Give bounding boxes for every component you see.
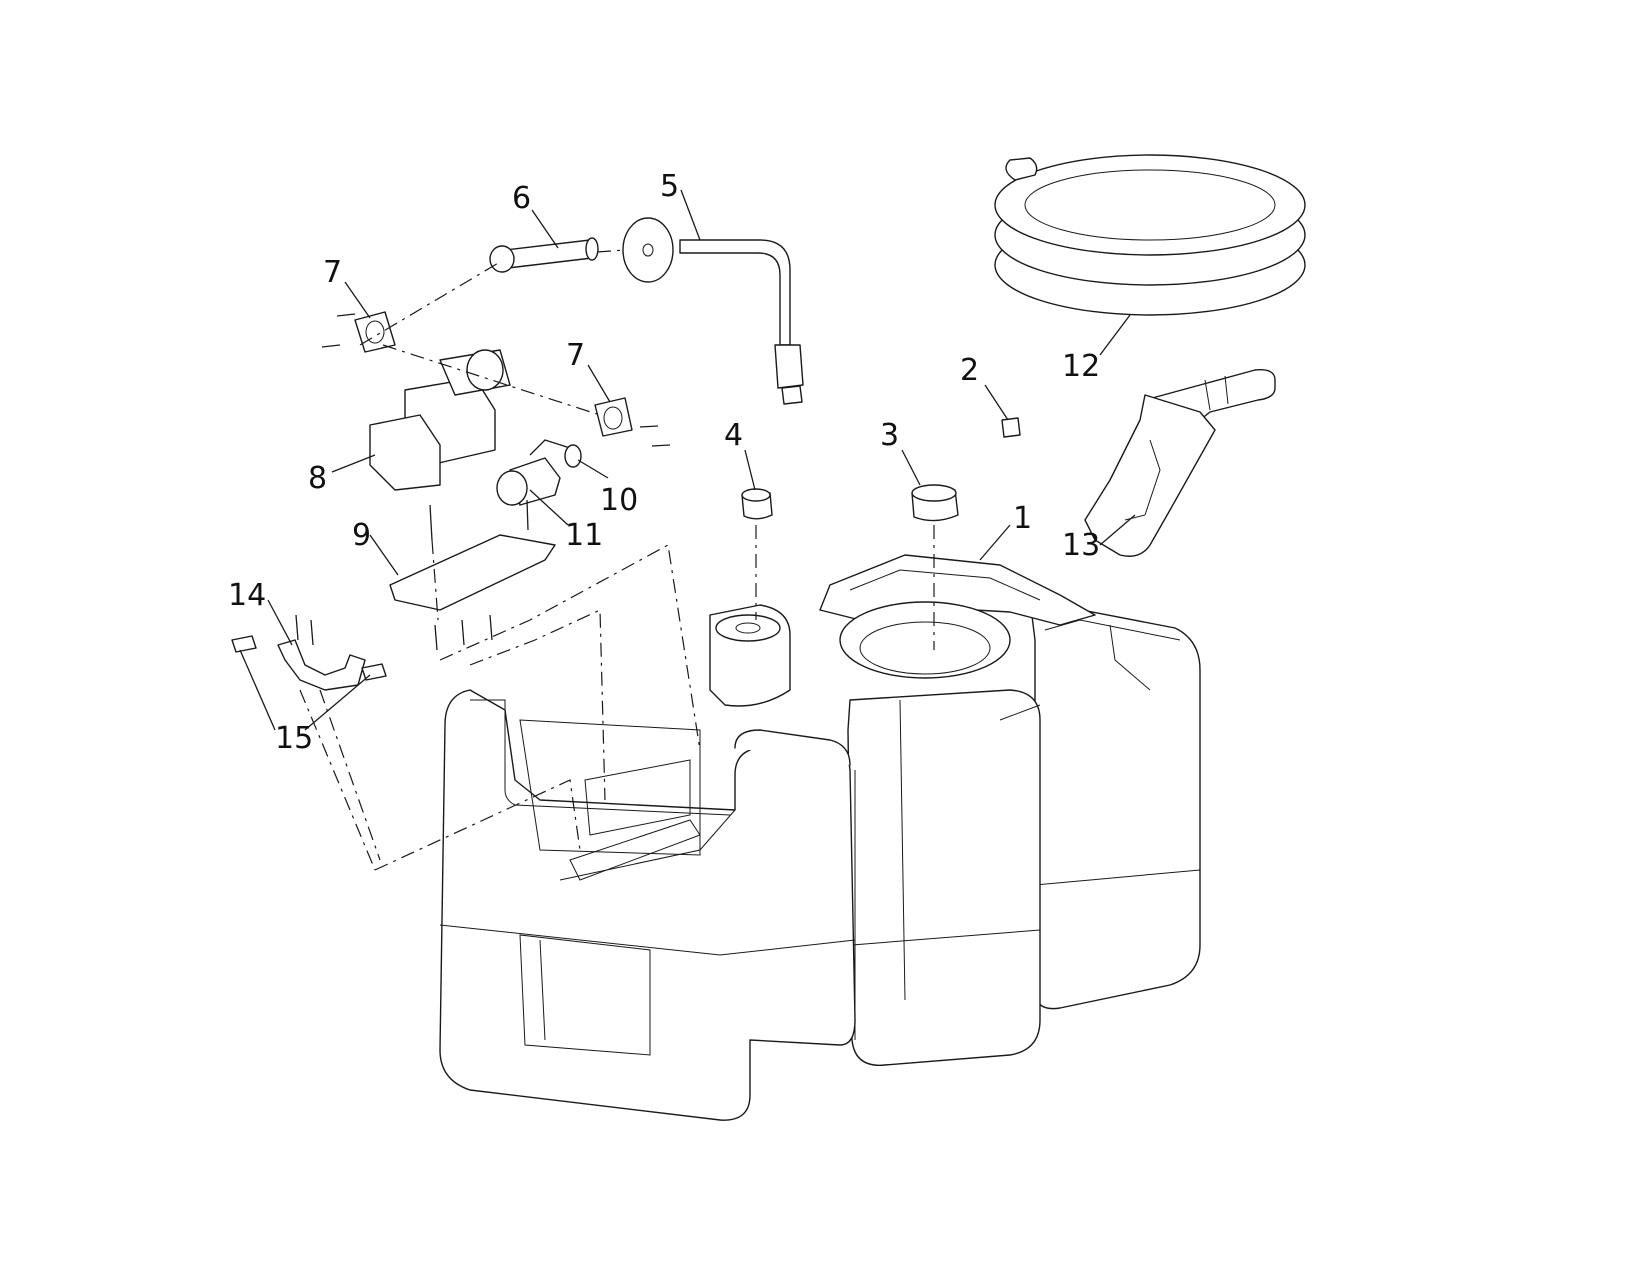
leader-15a [239,649,276,731]
leader-14 [267,599,293,646]
callout-15: 15 [275,721,313,756]
callout-4: 4 [724,418,743,453]
leader-2 [984,384,1009,421]
leader-7a [344,281,371,319]
callout-11: 11 [565,518,603,553]
callout-2: 2 [960,353,979,388]
leader-9 [369,534,399,576]
leader-11 [529,489,569,526]
callout-13: 13 [1062,528,1100,563]
leader-5 [680,189,701,241]
cap-part-4 [741,488,773,520]
cap-part-3 [911,484,959,522]
leader-7b [587,364,611,403]
leader-6 [531,209,559,249]
callout-7a: 7 [323,255,342,290]
leader-15b [304,674,371,731]
callout-1: 1 [1013,501,1032,536]
leader-1 [979,524,1011,561]
callout-3: 3 [880,418,899,453]
hose-coil [994,154,1306,316]
callout-12: 12 [1062,349,1100,384]
leader-12 [1099,314,1131,356]
callout-8: 8 [308,461,327,496]
fuel-nozzle [1084,369,1276,557]
leader-13 [1099,514,1136,546]
leader-10 [577,459,609,479]
callout-10: 10 [600,483,638,518]
callout-14: 14 [228,578,266,613]
callout-9: 9 [352,518,371,553]
leader-lines [239,189,1136,731]
leader-8 [331,454,376,473]
leader-3 [901,449,921,486]
cap-part-2 [1001,417,1021,438]
fuel-tank [439,554,1201,1121]
callout-5: 5 [660,169,679,204]
assembly-lines [299,249,935,871]
callout-7b: 7 [566,338,585,373]
leader-4 [744,449,756,491]
pump-assembly [321,217,804,651]
mounting-bracket [231,614,387,691]
callout-labels: 1 2 3 4 5 6 7 7 8 9 10 11 12 13 14 15 [228,169,1100,756]
callout-6: 6 [512,181,531,216]
